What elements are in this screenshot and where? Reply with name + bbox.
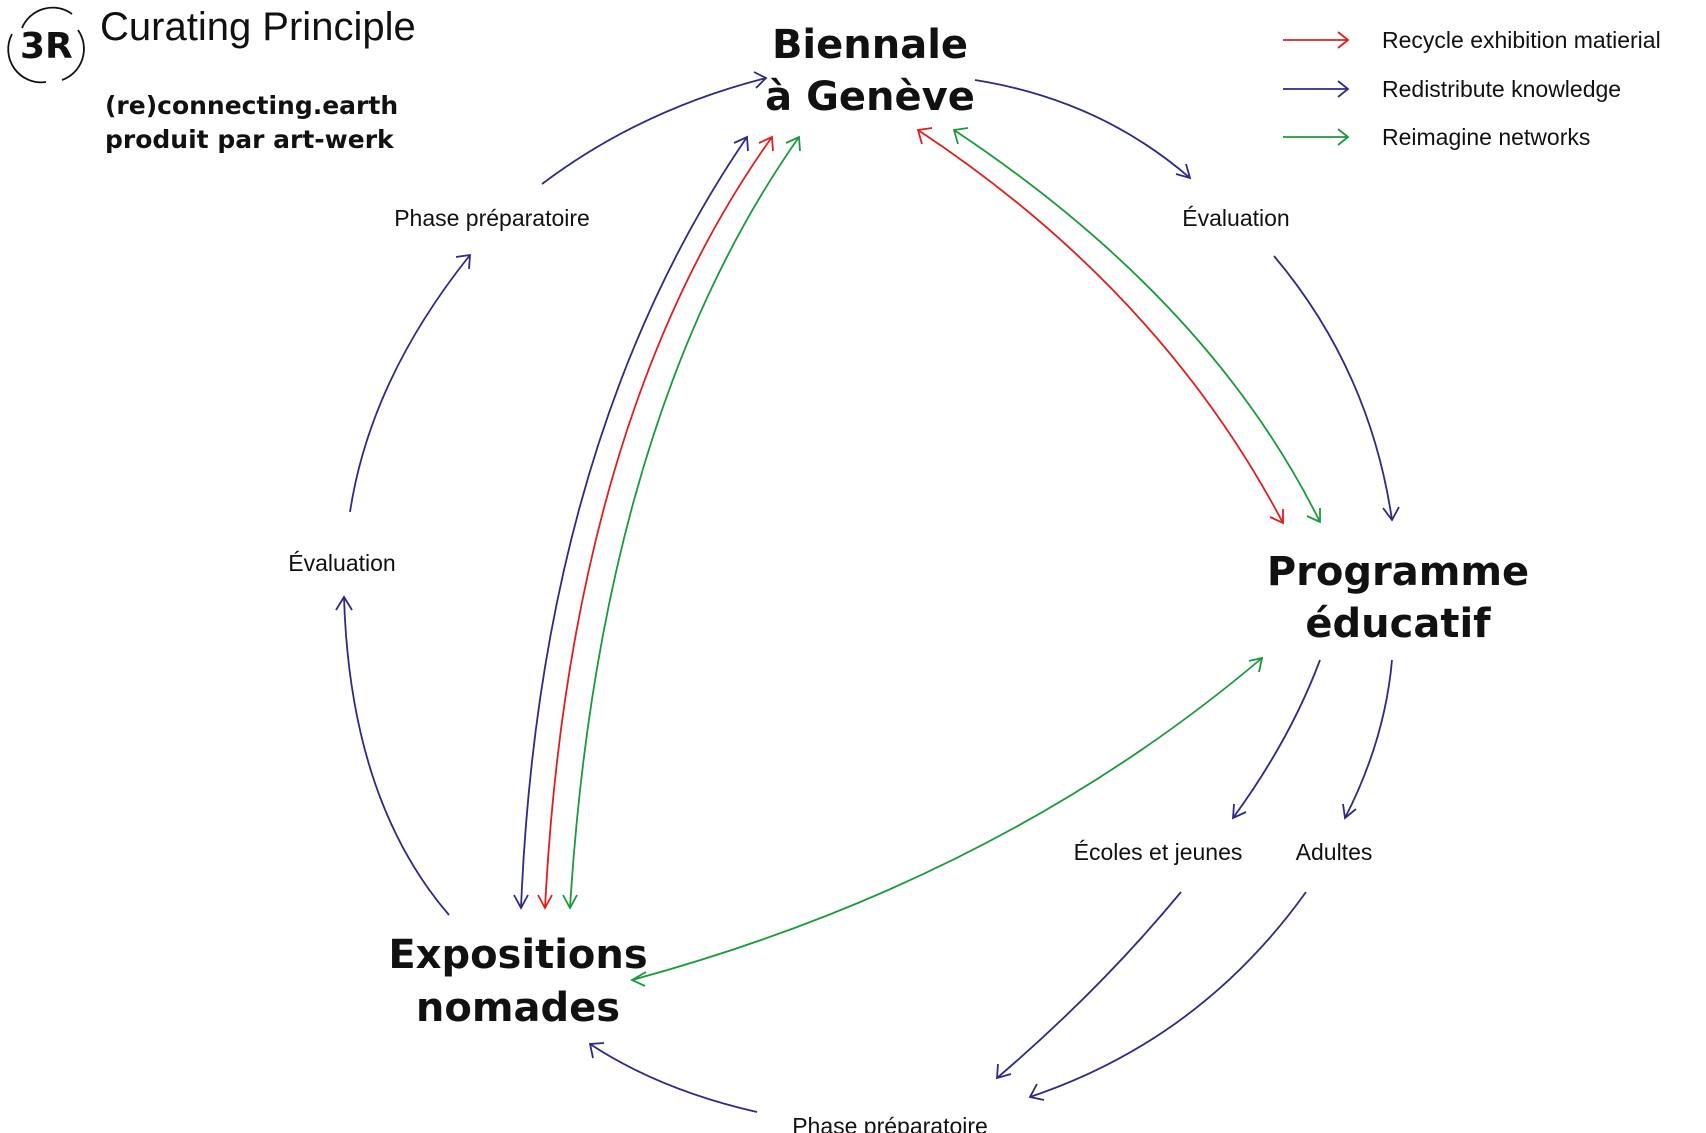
arrow-biennale-expositions-green	[569, 136, 800, 909]
arrow-phase-to-biennale	[541, 77, 767, 185]
header-subtitle-line1: (re)connecting.earth	[105, 91, 398, 120]
legend-arrowhead-reimagine	[1337, 128, 1350, 146]
arrow-biennale-expositions-blue	[520, 136, 748, 909]
node-expositions-line1: Expositions	[388, 932, 647, 978]
arrowhead-red-at-expositions	[537, 894, 553, 910]
redistribute-knowledge-arrows	[335, 71, 1400, 1113]
arrowhead-green-at-biennale	[785, 135, 801, 152]
stage-ecoles-et-jeunes: Écoles et jeunes	[1074, 839, 1243, 865]
legend-arrowhead-redistribute	[1337, 80, 1350, 98]
logo-cycle-arc-top-icon	[21, 6, 73, 29]
arrow-expositions-to-evaluation	[343, 596, 450, 916]
header-title: Curating Principle	[100, 5, 416, 49]
legend-label-recycle: Recycle exhibition matierial	[1382, 27, 1661, 53]
arrowhead-green-at-programme	[1306, 508, 1321, 524]
node-biennale: Biennale à Genève	[765, 22, 975, 120]
arrow-expositions-programme-green	[631, 657, 1263, 981]
arrowhead-ecoles-to-phase	[996, 1063, 1012, 1080]
arrowhead-programme-to-ecoles	[1231, 803, 1247, 820]
arrowhead-red-at-programme	[1269, 509, 1284, 525]
node-programme-line1: Programme	[1267, 549, 1529, 595]
logo-cycle-arc-right-icon	[61, 29, 85, 81]
legend-arrowhead-recycle	[1337, 31, 1350, 49]
node-programme: Programme éducatif	[1267, 549, 1529, 647]
reimagine-networks-arrows	[562, 127, 1321, 987]
node-expositions-line2: nomades	[416, 985, 620, 1031]
node-biennale-line2: à Genève	[765, 74, 975, 120]
arrowhead-red-at-biennale-right	[916, 127, 933, 145]
logo-text: 3R	[20, 26, 73, 67]
stage-phase-preparatoire-bottom: Phase préparatoire	[792, 1113, 988, 1133]
arrowhead-adultes-to-phase	[1028, 1083, 1045, 1101]
arrow-biennale-expositions-red	[544, 136, 773, 909]
legend-label-reimagine: Reimagine networks	[1382, 124, 1590, 150]
arrowhead-blue-at-expositions	[513, 894, 529, 910]
arrow-evaluation-to-phase	[349, 254, 471, 513]
logo-cycle-arc-left-icon	[7, 33, 47, 84]
legend: Recycle exhibition matierial Redistribut…	[1283, 27, 1661, 150]
legend-label-redistribute: Redistribute knowledge	[1382, 76, 1621, 102]
arrow-biennale-programme-red	[917, 129, 1284, 524]
arrow-programme-to-adultes	[1344, 659, 1393, 819]
stage-evaluation-top-right: Évaluation	[1182, 205, 1289, 231]
stage-evaluation-left: Évaluation	[288, 550, 395, 576]
arrow-biennale-programme-green	[953, 129, 1321, 523]
arrowhead-phase-to-biennale	[753, 71, 768, 89]
arrow-biennale-to-evaluation	[974, 79, 1191, 179]
stage-phase-preparatoire-top: Phase préparatoire	[394, 205, 590, 231]
arrowhead-green-at-programme-lower	[1248, 656, 1264, 673]
logo-3r: 3R	[7, 6, 85, 84]
arrow-phase-to-expositions	[589, 1043, 758, 1113]
arrowhead-green-at-biennale-right	[952, 127, 969, 145]
arrowhead-evaluation-to-phase	[455, 253, 471, 270]
arrow-adultes-to-phase	[1029, 891, 1307, 1098]
arrow-evaluation-to-programme	[1273, 255, 1393, 521]
stage-adultes: Adultes	[1296, 839, 1373, 865]
arrowhead-green-at-expositions	[562, 894, 578, 910]
arrowhead-biennale-to-evaluation	[1175, 163, 1192, 180]
arrow-programme-to-ecoles	[1232, 659, 1321, 819]
arrowhead-green-at-expositions-right	[630, 971, 647, 987]
node-expositions: Expositions nomades	[388, 932, 647, 1031]
arrowhead-blue-at-biennale	[733, 135, 749, 152]
arrowhead-programme-to-adultes	[1342, 803, 1357, 820]
recycle-material-arrows	[537, 127, 1284, 910]
arrowhead-expositions-to-evaluation	[335, 595, 353, 611]
arrow-ecoles-to-phase	[996, 891, 1182, 1079]
node-biennale-line1: Biennale	[772, 22, 968, 68]
arrowhead-evaluation-to-programme	[1382, 506, 1400, 522]
arrowhead-red-at-biennale	[758, 135, 774, 152]
header-subtitle-line2: produit par art-werk	[105, 125, 395, 154]
arrowhead-phase-to-expositions	[588, 1042, 605, 1059]
node-programme-line2: éducatif	[1305, 601, 1491, 647]
